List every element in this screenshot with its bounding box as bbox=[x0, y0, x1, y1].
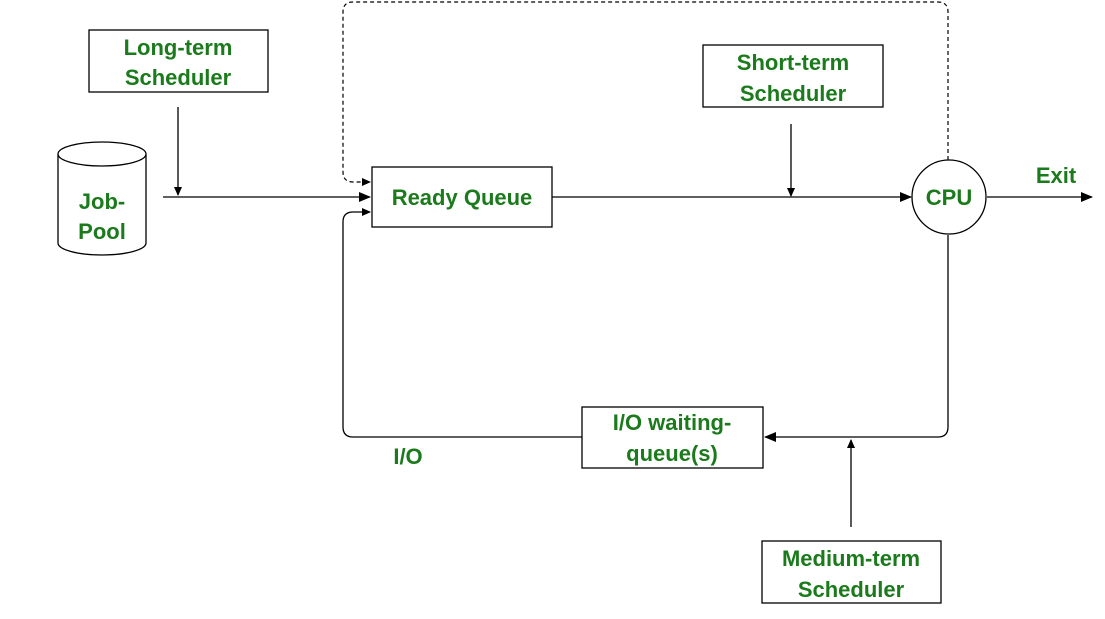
medium-term-scheduler-label-line1: Medium-term bbox=[782, 546, 920, 571]
cpu-to-io-queue-edge bbox=[764, 235, 949, 442]
short-term-scheduler-box bbox=[702, 44, 884, 108]
job-pool-node: Job- Pool bbox=[57, 141, 147, 256]
job-pool-cylinder-top bbox=[57, 141, 147, 167]
io-waiting-queue-node: I/O waiting- queue(s) bbox=[581, 406, 764, 469]
cpu-node: CPU bbox=[911, 159, 987, 235]
job-pool-label-line1: Job- bbox=[79, 189, 125, 214]
ready-queue-node: Ready Queue bbox=[371, 166, 553, 228]
job-pool-label-line2: Pool bbox=[78, 219, 126, 244]
short-term-scheduler-node: Short-term Scheduler bbox=[702, 44, 884, 108]
medium-term-scheduler-node: Medium-term Scheduler bbox=[761, 540, 942, 604]
io-waiting-queue-box bbox=[581, 406, 764, 469]
medium-term-scheduler-box bbox=[761, 540, 942, 604]
short-term-scheduler-label-line2: Scheduler bbox=[740, 81, 847, 106]
medium-term-scheduler-label-line2: Scheduler bbox=[798, 577, 905, 602]
preemption-dashed-edge bbox=[342, 1, 949, 186]
long-term-scheduler-label-line2: Scheduler bbox=[125, 65, 232, 90]
cpu-circle bbox=[911, 159, 987, 235]
short-term-scheduler-label-line1: Short-term bbox=[737, 50, 849, 75]
job-pool-cylinder bbox=[57, 154, 147, 256]
long-term-scheduler-box bbox=[88, 29, 269, 93]
ready-queue-box bbox=[371, 166, 553, 228]
ready-queue-label: Ready Queue bbox=[392, 185, 533, 210]
io-edge-label: I/O bbox=[393, 444, 422, 469]
long-term-scheduler-label-line1: Long-term bbox=[124, 35, 233, 60]
cpu-label: CPU bbox=[926, 185, 972, 210]
io-waiting-queue-label-line2: queue(s) bbox=[626, 441, 718, 466]
exit-label: Exit bbox=[1036, 163, 1077, 188]
io-queue-to-readyqueue-edge bbox=[342, 208, 582, 438]
long-term-scheduler-node: Long-term Scheduler bbox=[88, 29, 269, 93]
io-waiting-queue-label-line1: I/O waiting- bbox=[613, 410, 732, 435]
